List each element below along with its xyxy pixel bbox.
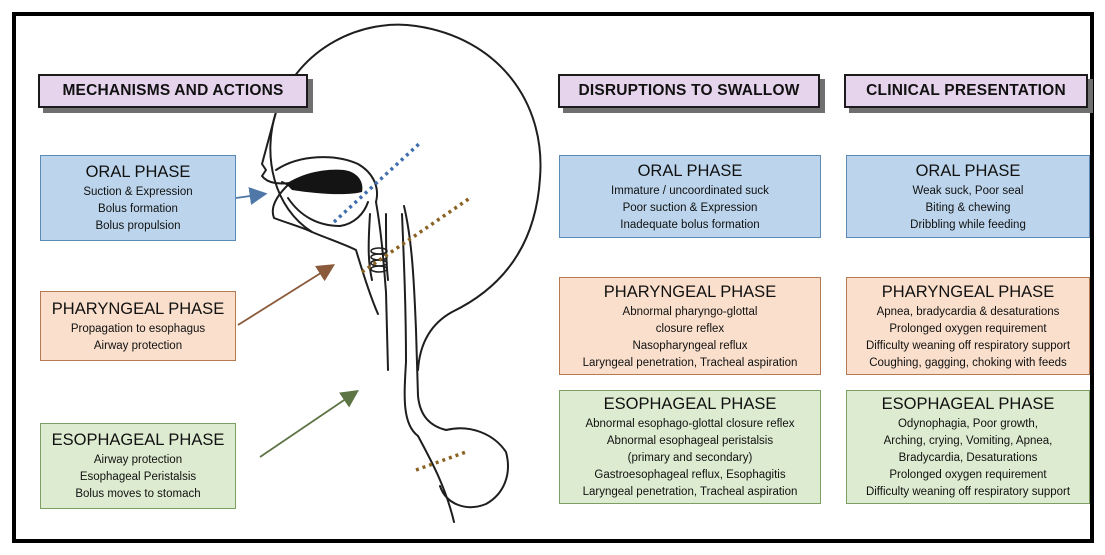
box-title: PHARYNGEAL PHASE [882, 281, 1054, 303]
box-line: Gastroesophageal reflux, Esophagitis [594, 467, 785, 484]
box-line: Difficulty weaning off respiratory suppo… [866, 338, 1070, 355]
header-disruptions-label: DISRUPTIONS TO SWALLOW [578, 82, 799, 100]
box-title: ESOPHAGEAL PHASE [882, 393, 1055, 415]
box-line: Weak suck, Poor seal [912, 183, 1023, 200]
pharyngeal-arrow [238, 266, 332, 325]
box-line: Laryngeal penetration, Tracheal aspirati… [583, 484, 798, 501]
box-line: Apnea, bradycardia & desaturations [877, 304, 1060, 321]
box-line: Prolonged oxygen requirement [889, 321, 1046, 338]
box-line: Abnormal esophago-glottal closure reflex [585, 416, 794, 433]
box-title: ORAL PHASE [638, 160, 743, 182]
box-line: Odynophagia, Poor growth, [898, 416, 1038, 433]
box-line: Coughing, gagging, choking with feeds [869, 355, 1067, 372]
clinical-esophageal-box: ESOPHAGEAL PHASE Odynophagia, Poor growt… [846, 390, 1090, 504]
mechanisms-pharyngeal-box: PHARYNGEAL PHASE Propagation to esophagu… [40, 291, 236, 361]
box-line: Biting & chewing [925, 200, 1010, 217]
box-line: Prolonged oxygen requirement [889, 467, 1046, 484]
box-line: Propagation to esophagus [71, 321, 205, 338]
box-line: Abnormal pharyngo-glottal [623, 304, 758, 321]
box-line: Laryngeal penetration, Tracheal aspirati… [583, 355, 798, 372]
box-line: Arching, crying, Vomiting, Apnea, [884, 433, 1053, 450]
box-line: Airway protection [94, 452, 182, 469]
face-profile [262, 112, 378, 314]
disruptions-esophageal-box: ESOPHAGEAL PHASE Abnormal esophago-glott… [559, 390, 821, 504]
box-line: Immature / uncoordinated suck [611, 183, 769, 200]
stomach-outline [418, 428, 508, 522]
mechanisms-esophageal-box: ESOPHAGEAL PHASE Airway protection Esoph… [40, 423, 236, 509]
box-line: Nasopharyngeal reflux [632, 338, 747, 355]
box-line: Difficulty weaning off respiratory suppo… [866, 484, 1070, 501]
esophageal-arrow [260, 392, 356, 457]
header-clinical: CLINICAL PRESENTATION [844, 74, 1088, 108]
oral-arrow [236, 194, 264, 198]
header-disruptions: DISRUPTIONS TO SWALLOW [558, 74, 820, 108]
box-line: Suction & Expression [83, 184, 192, 201]
mechanisms-oral-box: ORAL PHASE Suction & Expression Bolus fo… [40, 155, 236, 241]
box-line: Bradycardia, Desaturations [899, 450, 1038, 467]
tongue [286, 170, 362, 195]
box-title: ESOPHAGEAL PHASE [604, 393, 777, 415]
header-mechanisms-label: MECHANISMS AND ACTIONS [62, 82, 283, 100]
box-title: PHARYNGEAL PHASE [52, 298, 224, 320]
box-title: ORAL PHASE [916, 160, 1021, 182]
box-line: Airway protection [94, 338, 182, 355]
box-line: Abnormal esophageal peristalsis [607, 433, 773, 450]
box-line: Bolus propulsion [95, 218, 180, 235]
header-mechanisms: MECHANISMS AND ACTIONS [38, 74, 308, 108]
brown-dotted-line [362, 198, 470, 272]
box-title: ORAL PHASE [86, 161, 191, 183]
box-title: PHARYNGEAL PHASE [604, 281, 776, 303]
clinical-oral-box: ORAL PHASE Weak suck, Poor seal Biting &… [846, 155, 1090, 238]
box-title: ESOPHAGEAL PHASE [52, 429, 225, 451]
brown-dotted-line-lower [416, 452, 466, 470]
box-line: Bolus moves to stomach [75, 486, 200, 503]
disruptions-oral-box: ORAL PHASE Immature / uncoordinated suck… [559, 155, 821, 238]
clinical-pharyngeal-box: PHARYNGEAL PHASE Apnea, bradycardia & de… [846, 277, 1090, 375]
box-line: Bolus formation [98, 201, 178, 218]
box-line: Esophageal Peristalsis [80, 469, 196, 486]
box-line: Inadequate bolus formation [620, 217, 759, 234]
box-line: (primary and secondary) [628, 450, 753, 467]
box-line: closure reflex [656, 321, 724, 338]
box-line: Poor suction & Expression [623, 200, 758, 217]
box-line: Dribbling while feeding [910, 217, 1026, 234]
header-clinical-label: CLINICAL PRESENTATION [866, 82, 1066, 100]
disruptions-pharyngeal-box: PHARYNGEAL PHASE Abnormal pharyngo-glott… [559, 277, 821, 375]
